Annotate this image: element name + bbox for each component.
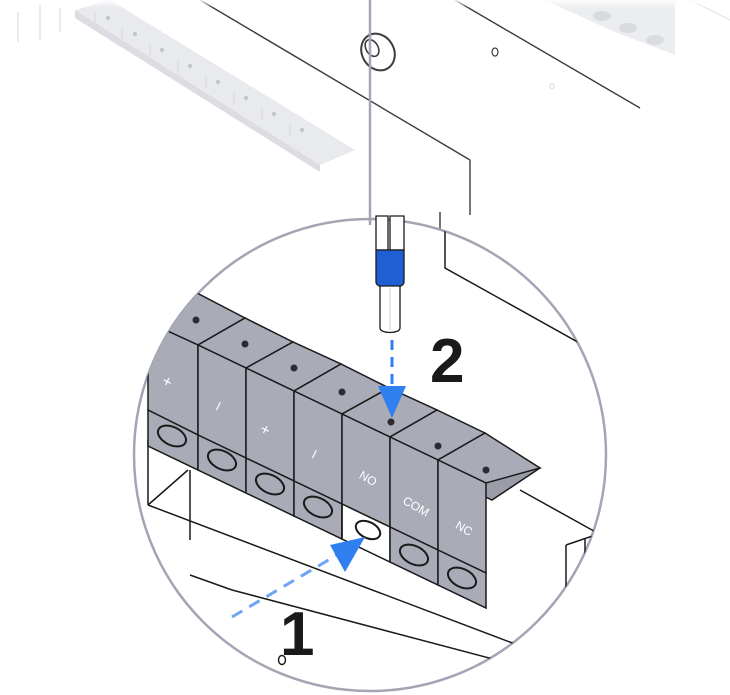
- step-number-2: 2: [430, 327, 464, 396]
- press-arrow: [378, 340, 406, 418]
- wire-ferrule-icon: [368, 0, 405, 334]
- screw-hole: [491, 47, 499, 57]
- terminal-screw: [387, 418, 395, 426]
- terminal-screw: [482, 466, 490, 474]
- screw-hole: [549, 83, 555, 89]
- insert-arrow: [231, 537, 365, 619]
- wire-entry: [254, 472, 286, 496]
- wire-entry: [156, 424, 188, 448]
- zoom-detail: + – + – NO COM NC: [132, 0, 608, 693]
- wire-entry: [206, 448, 238, 472]
- wire-entry: [398, 543, 430, 567]
- terminal-blocks: [146, 291, 542, 610]
- step-number-1: 1: [280, 600, 314, 669]
- terminal-screw: [434, 442, 442, 450]
- terminal-screw: [338, 388, 346, 396]
- background-terminal-strip-left: [17, 0, 355, 172]
- mounting-slot: [360, 32, 396, 72]
- background-terminal-strip-right: [545, 0, 730, 55]
- screw-hole: [277, 654, 287, 666]
- terminal-screw: [192, 316, 200, 324]
- wire-entry: [302, 495, 334, 519]
- terminal-screw: [241, 340, 249, 348]
- device-background: [0, 0, 730, 346]
- terminal-screw: [290, 364, 298, 372]
- wire-entry: [446, 566, 478, 590]
